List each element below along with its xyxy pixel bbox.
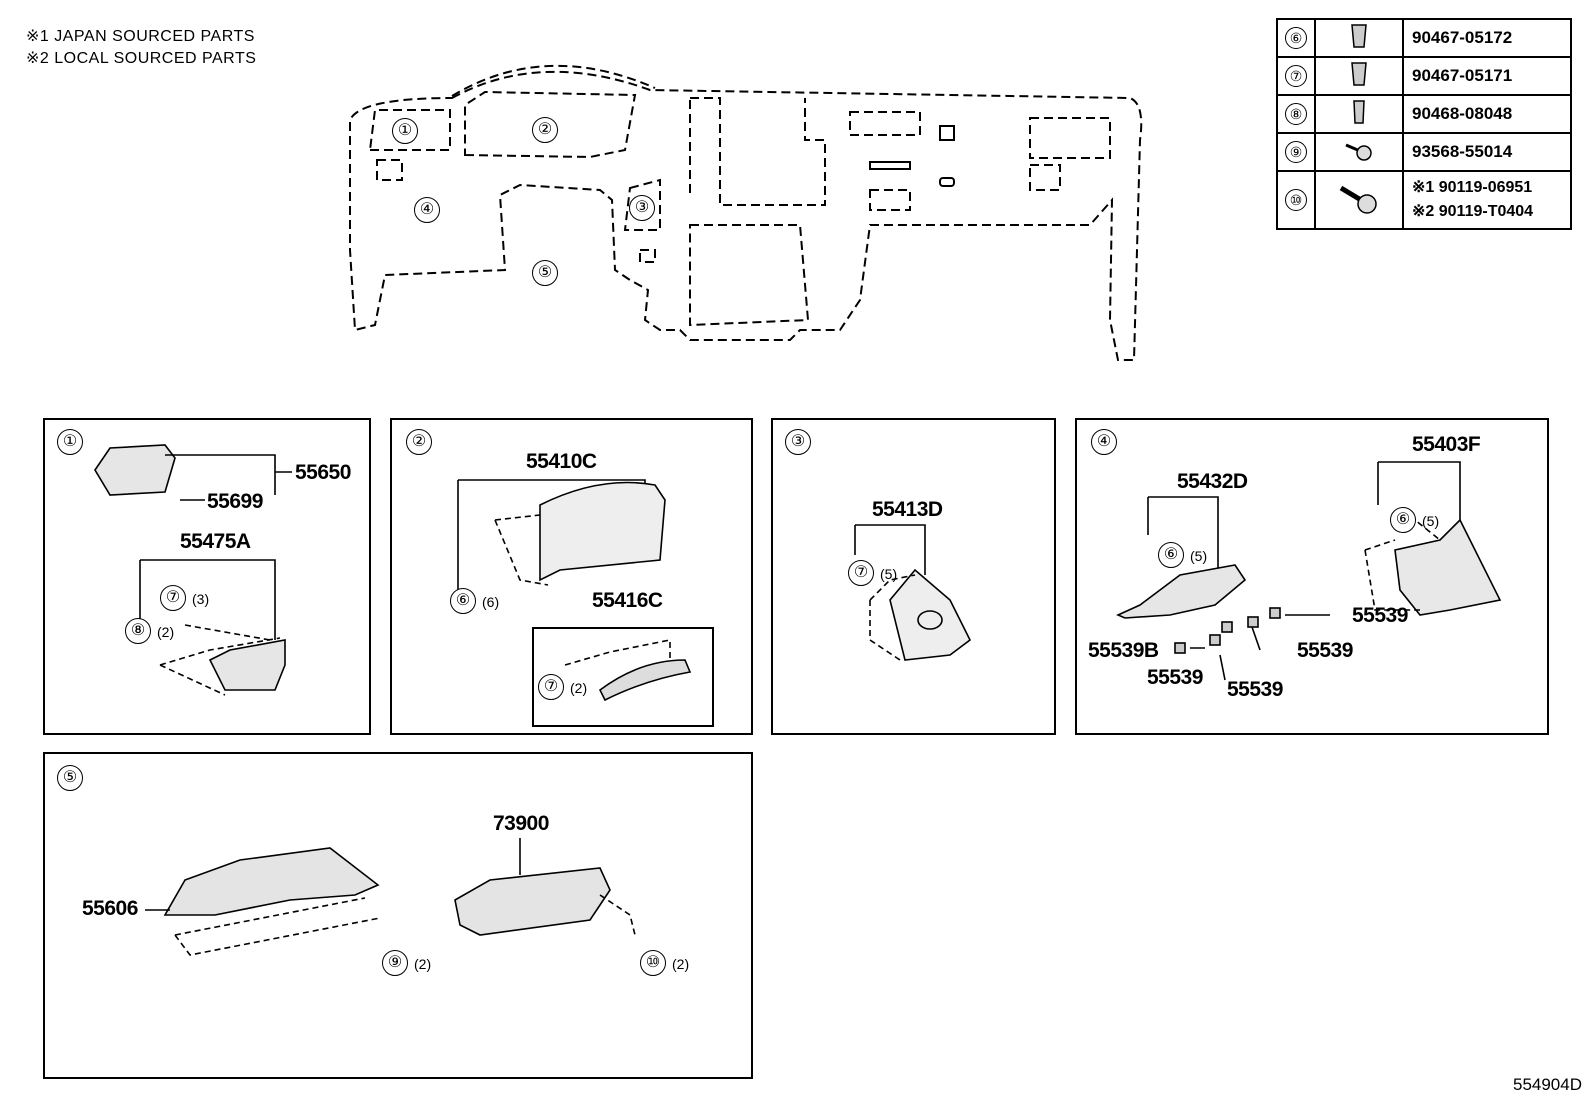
part-number: 55539B xyxy=(1088,639,1159,662)
panel-2 xyxy=(390,418,753,735)
panel-ref: ③ xyxy=(785,429,811,455)
fastener-row: ⑨ 93568-55014 xyxy=(1276,132,1572,172)
part-number: 55539 xyxy=(1227,678,1283,701)
part-number: 55413D xyxy=(872,498,943,521)
callout-ref: ⑧ xyxy=(125,618,151,644)
part-number: 55410C xyxy=(526,450,597,473)
part-number: 55475A xyxy=(180,530,251,553)
callout-ref: ⑦ xyxy=(160,585,186,611)
fastener-part: 90468-08048 xyxy=(1402,94,1572,134)
bolt-icon xyxy=(1339,185,1377,214)
fastener-ref: ⑩ xyxy=(1285,189,1307,211)
note-japan: ※1 JAPAN SOURCED PARTS xyxy=(26,28,255,45)
fastener-table: ⑥ 90467-05172 ⑦ 90467-05171 ⑧ 90468-0804… xyxy=(1276,18,1572,230)
meter-hood xyxy=(539,481,666,582)
under-cover xyxy=(163,847,380,916)
callout-qty: (2) xyxy=(672,956,690,972)
part-number: 55699 xyxy=(207,490,263,513)
part-number: 55606 xyxy=(82,897,138,920)
clip-icon xyxy=(1351,23,1367,48)
panel-1 xyxy=(43,418,371,735)
callout-qty: (2) xyxy=(157,624,175,640)
fastener-ref: ⑥ xyxy=(1285,27,1307,49)
panel-ref: ⑤ xyxy=(57,765,83,791)
callout-qty: (5) xyxy=(1422,513,1440,529)
panel-ref: ④ xyxy=(1091,429,1117,455)
fastener-part: 93568-55014 xyxy=(1402,132,1572,172)
panel-3 xyxy=(771,418,1056,735)
lower-panel xyxy=(1116,564,1247,619)
callout-qty: (6) xyxy=(482,594,500,610)
fastener-part: 90467-05172 xyxy=(1402,18,1572,58)
panel-4 xyxy=(1075,418,1549,735)
dashboard-outline xyxy=(349,70,1143,361)
fastener-row: ⑥ 90467-05172 xyxy=(1276,18,1572,58)
callout-ref: ⑦ xyxy=(848,560,874,586)
part-number: 55403F xyxy=(1412,433,1481,456)
part-number: 55539 xyxy=(1352,604,1408,627)
fastener-row: ⑩ ※1 90119-06951 ※2 90119-T0404 xyxy=(1276,170,1572,230)
note-local: ※2 LOCAL SOURCED PARTS xyxy=(26,50,257,67)
callout-ref: ⑨ xyxy=(382,950,408,976)
callout-ref: ⑦ xyxy=(538,674,564,700)
fastener-part: 90467-05171 xyxy=(1402,56,1572,96)
clip-icon xyxy=(1353,99,1365,124)
fastener-ref: ⑨ xyxy=(1285,141,1307,163)
region-4: ④ xyxy=(414,197,440,223)
panel-5 xyxy=(43,752,753,1079)
region-1: ① xyxy=(392,118,418,144)
callout-qty: (2) xyxy=(570,680,588,696)
screw-icon xyxy=(1345,143,1372,161)
fastener-part-japan: ※1 90119-06951 xyxy=(1412,179,1533,196)
part-number: 55539 xyxy=(1297,639,1353,662)
fastener-row: ⑦ 90467-05171 xyxy=(1276,56,1572,96)
side-cover xyxy=(889,568,972,661)
fastener-ref: ⑦ xyxy=(1285,65,1307,87)
panel-ref: ② xyxy=(406,429,432,455)
garnish-strip xyxy=(598,659,692,702)
region-3: ③ xyxy=(629,195,655,221)
region-5: ⑤ xyxy=(532,260,558,286)
vent-assembly xyxy=(94,444,176,496)
subpanel-2 xyxy=(532,627,714,727)
knee-airbag xyxy=(454,867,611,936)
fastener-row: ⑧ 90468-08048 xyxy=(1276,94,1572,134)
callout-ref: ⑥ xyxy=(1158,542,1184,568)
callout-ref: ⑥ xyxy=(1390,507,1416,533)
callout-qty: (5) xyxy=(1190,548,1208,564)
callout-ref: ⑩ xyxy=(640,950,666,976)
fastener-part-local: ※2 90119-T0404 xyxy=(1412,203,1534,220)
part-number: 55539 xyxy=(1147,666,1203,689)
callout-ref: ⑥ xyxy=(450,588,476,614)
diagram-id: 554904D xyxy=(1512,1075,1582,1094)
part-number: 55416C xyxy=(592,589,663,612)
knee-panel xyxy=(1394,518,1502,616)
part-number: 55650 xyxy=(295,461,351,484)
panel-ref: ① xyxy=(57,429,83,455)
part-number: 73900 xyxy=(493,812,549,835)
part-number: 55432D xyxy=(1177,470,1248,493)
callout-qty: (2) xyxy=(414,956,432,972)
region-2: ② xyxy=(532,117,558,143)
callout-qty: (3) xyxy=(192,591,210,607)
callout-qty: (5) xyxy=(880,566,898,582)
fastener-ref: ⑧ xyxy=(1285,103,1307,125)
clip-icon xyxy=(1351,61,1367,86)
vent-bezel xyxy=(208,639,286,691)
dashboard-top-arc xyxy=(451,64,656,97)
